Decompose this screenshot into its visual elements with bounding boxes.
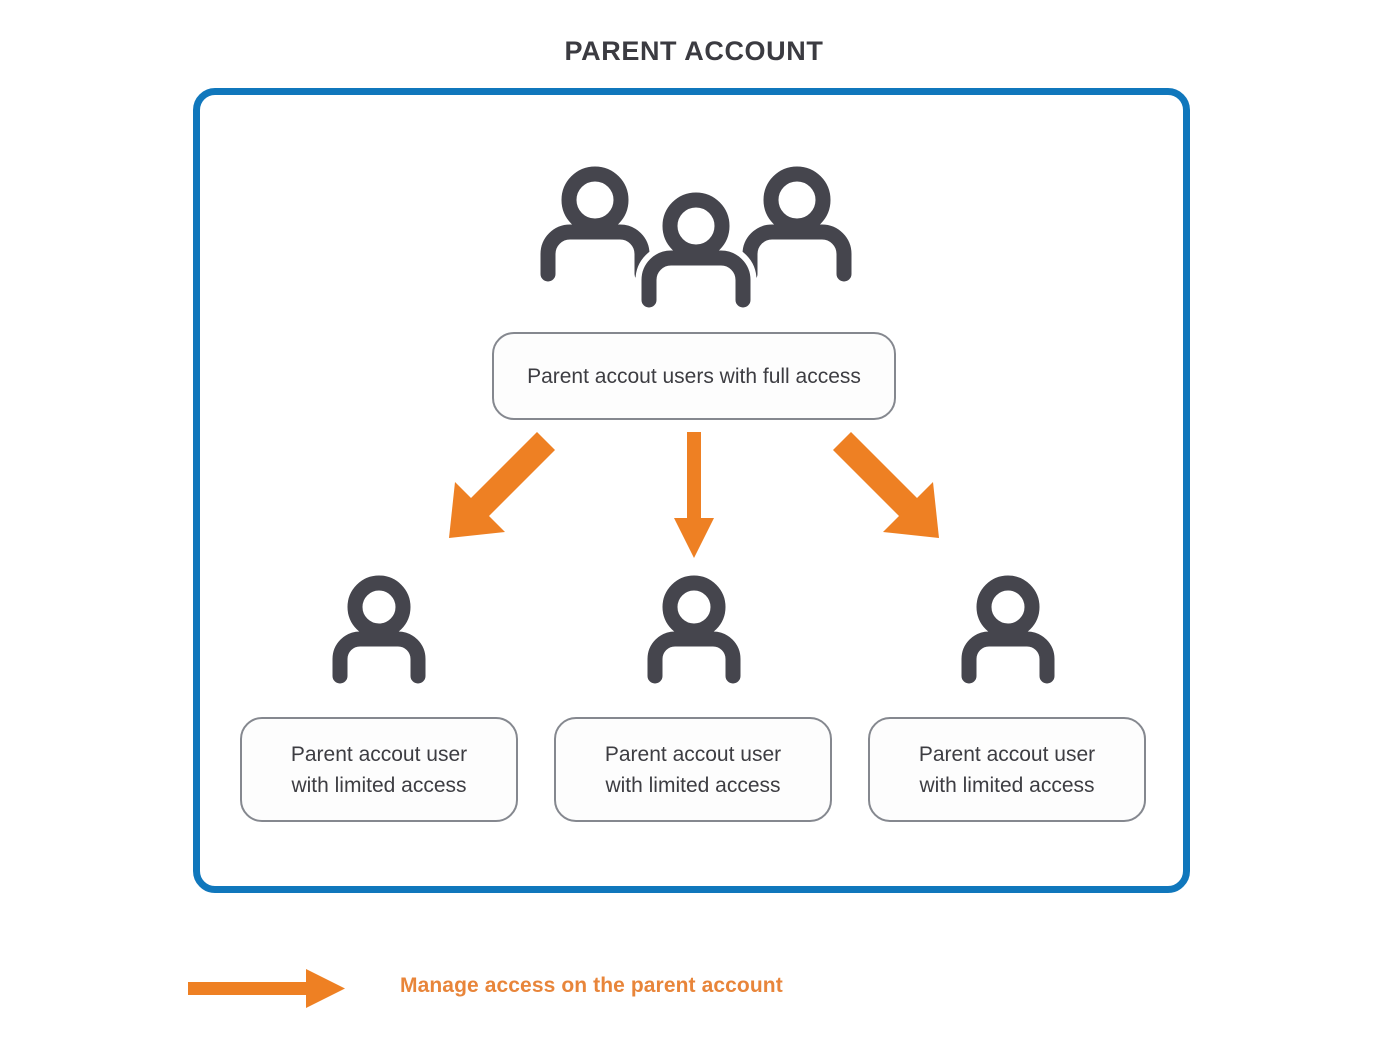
three-users-icon (538, 158, 854, 314)
label-line-2: with limited access (919, 773, 1095, 797)
legend: Manage access on the parent account (188, 962, 888, 1018)
child-limited-access-label-2: Parent accout user with limited access (605, 739, 781, 801)
child-limited-access-box-3: Parent accout user with limited access (868, 717, 1146, 822)
label-line-1: Parent accout user (918, 742, 1096, 766)
page-title: PARENT ACCOUNT (564, 36, 824, 66)
child-limited-access-box-2: Parent accout user with limited access (554, 717, 832, 822)
label-line-1: Parent accout user (290, 742, 468, 766)
parent-full-access-box: Parent accout users with full access (492, 332, 896, 420)
user-icon (646, 575, 742, 685)
legend-label: Manage access on the parent account (400, 974, 783, 997)
child-limited-access-box-1: Parent accout user with limited access (240, 717, 518, 822)
label-line-2: with limited access (605, 773, 781, 797)
right-arrow-icon (188, 962, 358, 1018)
user-icon (960, 575, 1056, 685)
label-line-2: with limited access (291, 773, 467, 797)
user-icon (331, 575, 427, 685)
parent-full-access-label: Parent accout users with full access (527, 364, 861, 388)
child-limited-access-label-3: Parent accout user with limited access (919, 739, 1095, 801)
label-line-1: Parent accout user (604, 742, 782, 766)
child-limited-access-label-1: Parent accout user with limited access (291, 739, 467, 801)
